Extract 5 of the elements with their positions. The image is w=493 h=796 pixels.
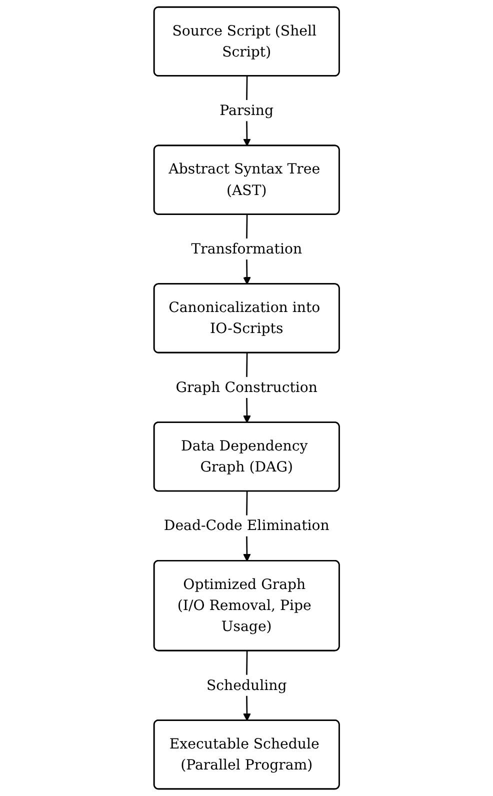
edge-label: Scheduling xyxy=(206,676,287,694)
edge-label: Transformation xyxy=(191,240,302,257)
edge-label: Graph Construction xyxy=(176,378,318,396)
edge-label: Parsing xyxy=(220,102,274,119)
edge-label: Dead-Code Elimination xyxy=(164,516,330,534)
